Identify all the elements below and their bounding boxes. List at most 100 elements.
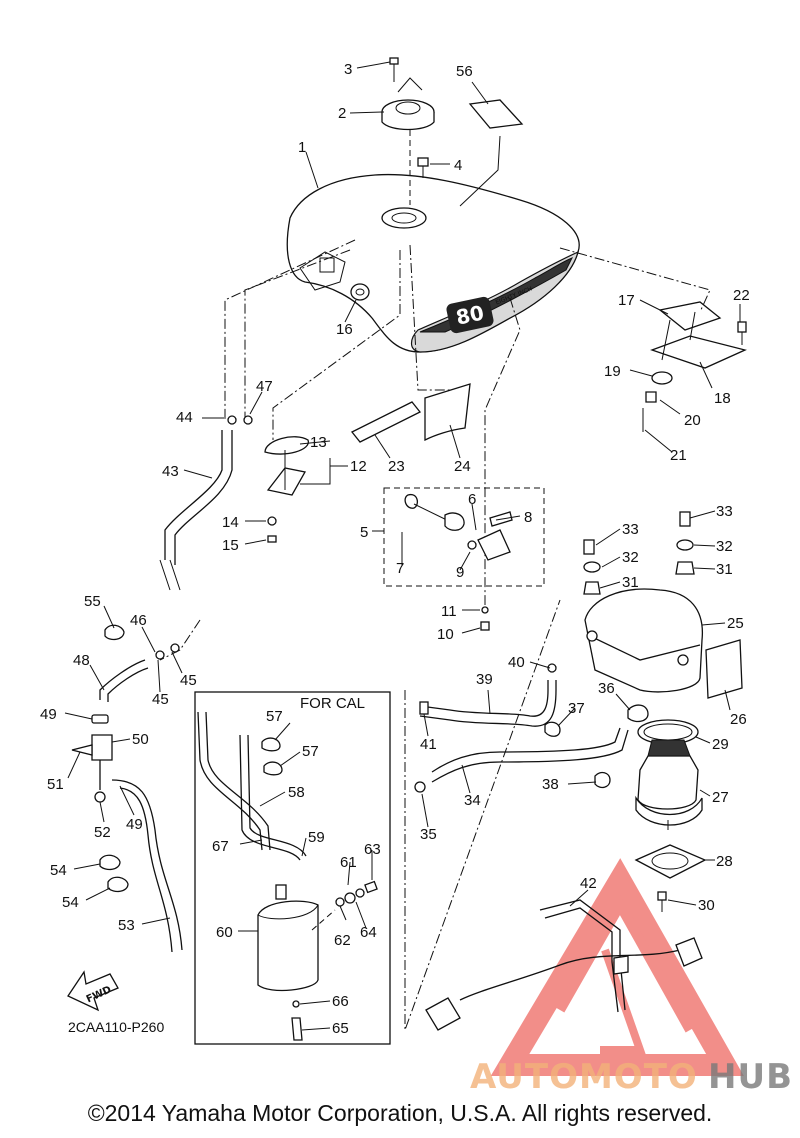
- left-hoses: [71, 624, 183, 953]
- callout-30: 30: [698, 897, 715, 914]
- callout-13: 13: [310, 434, 327, 451]
- callout-8: 8: [524, 509, 532, 526]
- callout-19: 19: [604, 363, 621, 380]
- pump-cover: [583, 511, 743, 723]
- callout-40: 40: [508, 654, 525, 671]
- callout-49b: 49: [126, 816, 143, 833]
- callout-14: 14: [222, 514, 239, 531]
- callout-55: 55: [84, 593, 101, 610]
- fuel-hoses: [414, 663, 703, 1031]
- callout-33a: 33: [622, 521, 639, 538]
- callout-54b: 54: [62, 894, 79, 911]
- callout-32b: 32: [716, 538, 733, 555]
- callout-35: 35: [420, 826, 437, 843]
- callout-33b: 33: [716, 503, 733, 520]
- diagram-code: 2CAA110-P260: [68, 1019, 164, 1035]
- callout-66: 66: [332, 993, 349, 1010]
- callout-2: 2: [338, 105, 346, 122]
- rear-bracket: [642, 301, 747, 432]
- leader-lines: [64, 61, 741, 1031]
- callout-32a: 32: [622, 549, 639, 566]
- callout-38: 38: [542, 776, 559, 793]
- callout-44: 44: [176, 409, 193, 426]
- callout-37: 37: [568, 700, 585, 717]
- callout-11: 11: [441, 603, 457, 620]
- callout-42: 42: [580, 875, 597, 892]
- callout-10: 10: [437, 626, 454, 643]
- fuel-pump: [634, 719, 707, 912]
- callout-28: 28: [716, 853, 733, 870]
- callout-51: 51: [47, 776, 64, 793]
- callout-16: 16: [336, 321, 353, 338]
- callout-12: 12: [350, 458, 367, 475]
- fwd-arrow-icon: FWD: [67, 970, 119, 1012]
- assembly-lines: [159, 239, 711, 1031]
- callout-63: 63: [364, 841, 381, 858]
- callout-9: 9: [456, 564, 464, 581]
- callout-31a: 31: [622, 574, 639, 591]
- callout-61: 61: [340, 854, 357, 871]
- callout-36: 36: [598, 680, 615, 697]
- callout-57a: 57: [266, 708, 283, 725]
- callout-60: 60: [216, 924, 233, 941]
- callout-56: 56: [456, 63, 473, 80]
- callout-4: 4: [454, 157, 462, 174]
- fuel-cock-box: [383, 487, 545, 587]
- watermark-logo: [490, 858, 744, 1076]
- callout-48: 48: [73, 652, 90, 669]
- callout-49a: 49: [40, 706, 57, 723]
- copyright-notice: ©2014 Yamaha Motor Corporation, U.S.A. A…: [87, 1100, 713, 1126]
- for-cal-box: FOR CAL: [194, 691, 391, 1045]
- callout-47: 47: [256, 378, 273, 395]
- fuel-cap: [381, 77, 435, 131]
- tank-graphic-number: 80: [454, 300, 486, 329]
- callout-29: 29: [712, 736, 729, 753]
- callout-26: 26: [730, 711, 747, 728]
- callout-20: 20: [684, 412, 701, 429]
- callout-24: 24: [454, 458, 471, 475]
- callout-41: 41: [420, 736, 437, 753]
- callout-18: 18: [714, 390, 731, 407]
- callout-3: 3: [344, 61, 352, 78]
- callout-6: 6: [468, 491, 476, 508]
- callout-21: 21: [670, 447, 687, 464]
- callout-5: 5: [360, 524, 368, 541]
- bracket-12: [264, 436, 309, 543]
- callout-45b: 45: [152, 691, 169, 708]
- watermark-text: AUTOMOTO HUB: [470, 1057, 793, 1097]
- callout-1: 1: [298, 139, 306, 156]
- callout-67: 67: [212, 838, 229, 855]
- callout-64: 64: [360, 924, 377, 941]
- callout-50: 50: [132, 731, 149, 748]
- callout-53: 53: [118, 917, 135, 934]
- watermark-part2: HUB: [708, 1057, 793, 1097]
- callout-59: 59: [308, 829, 325, 846]
- callout-58: 58: [288, 784, 305, 801]
- bolt-4: [409, 130, 429, 205]
- for-cal-title: FOR CAL: [300, 695, 365, 712]
- callout-52: 52: [94, 824, 111, 841]
- watermark-part1: AUTOMOTO: [470, 1057, 698, 1097]
- callout-15: 15: [222, 537, 239, 554]
- protector-24: [424, 383, 471, 442]
- callout-25: 25: [727, 615, 744, 632]
- fuel-tank: 80 EIGHTY INCH: [286, 173, 580, 353]
- callout-45a: 45: [180, 672, 197, 689]
- callout-43: 43: [162, 463, 179, 480]
- callout-31b: 31: [716, 561, 733, 578]
- callouts: 1 2 3 4 5 6 7 8 9 10 11 12 13 14 15 16 1…: [40, 61, 750, 1037]
- callout-65: 65: [332, 1020, 349, 1037]
- callout-23: 23: [388, 458, 405, 475]
- callout-34: 34: [464, 792, 481, 809]
- callout-22: 22: [733, 287, 750, 304]
- callout-39: 39: [476, 671, 493, 688]
- callout-57b: 57: [302, 743, 319, 760]
- hose-43: [159, 415, 253, 591]
- callout-27: 27: [712, 789, 729, 806]
- cap-bolt: [389, 57, 399, 82]
- callout-54a: 54: [50, 862, 67, 879]
- callout-62: 62: [334, 932, 351, 949]
- callout-7: 7: [396, 560, 404, 577]
- label-56: [459, 99, 524, 207]
